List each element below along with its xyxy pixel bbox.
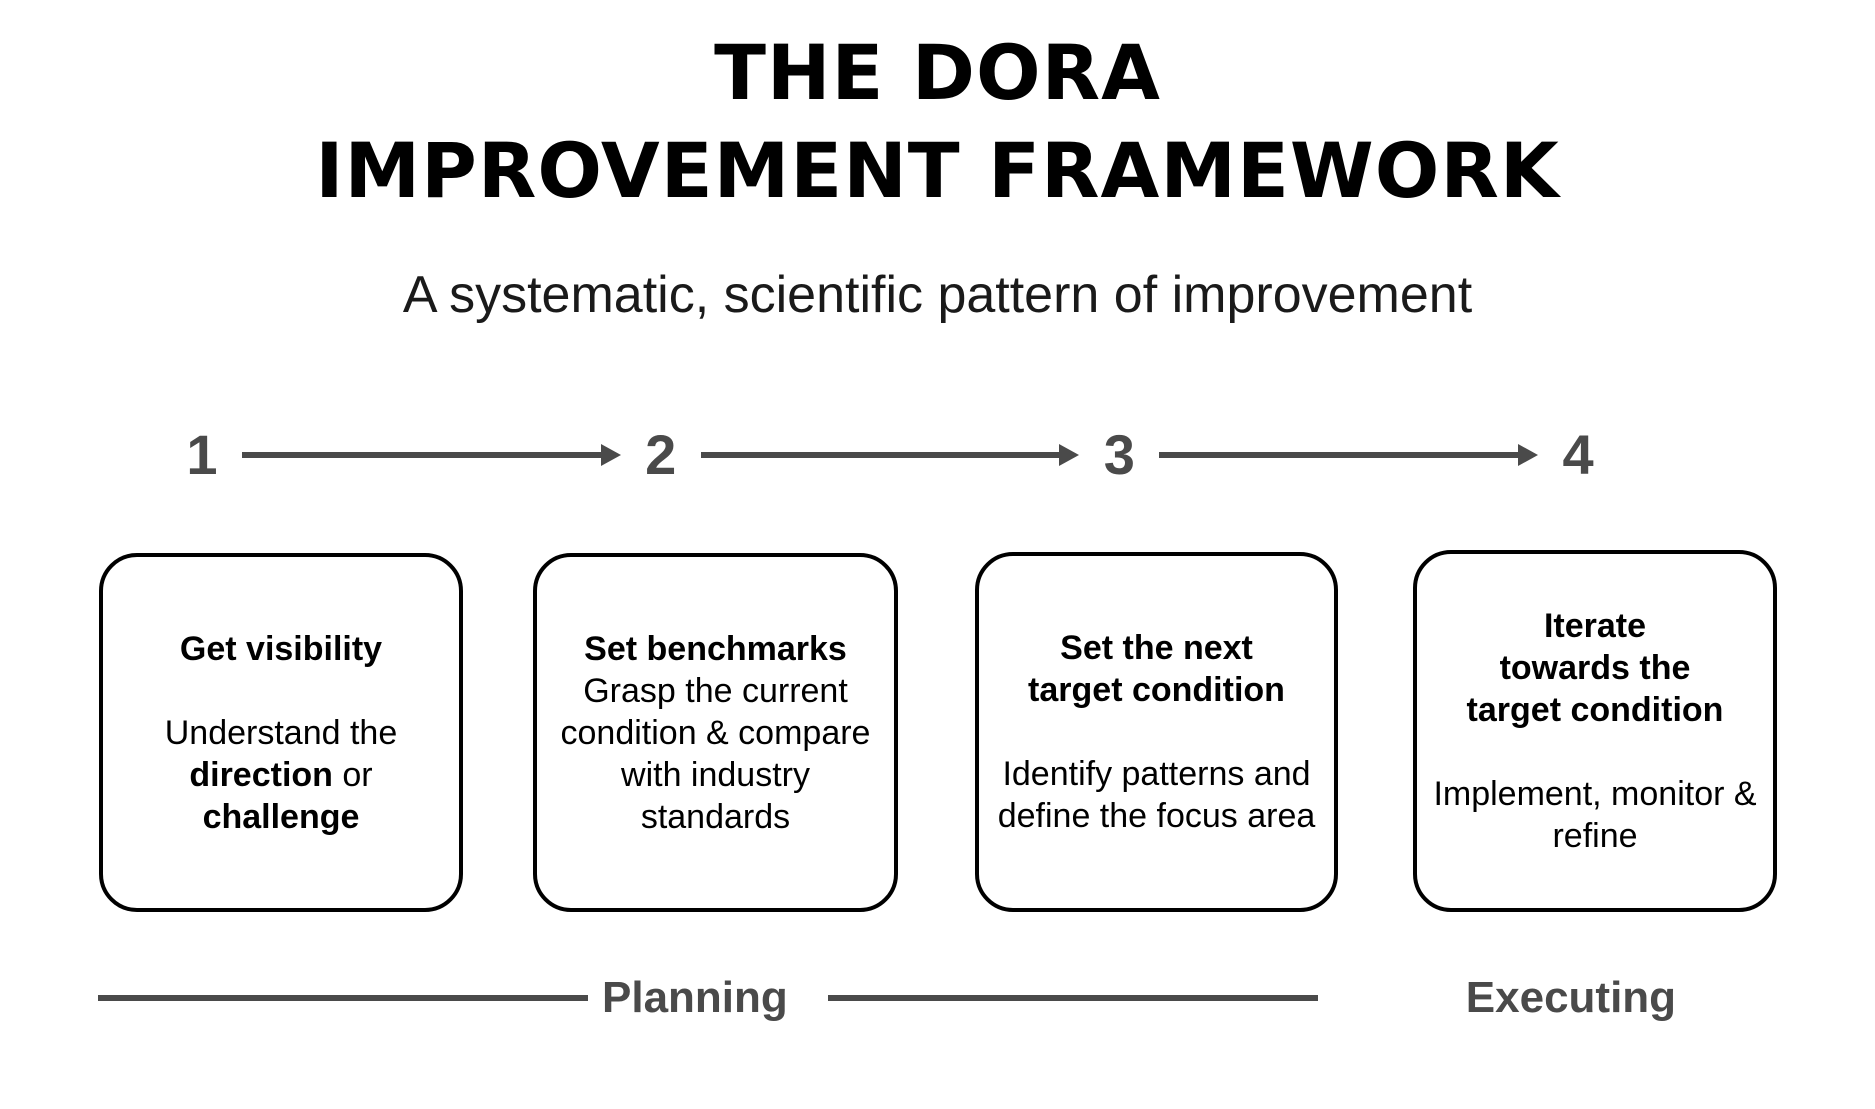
step-number-2: 2 — [645, 423, 677, 486]
card-4-body: Implement, monitor & refine — [1433, 775, 1757, 855]
card-3-body: Identify patterns and define the focus a… — [997, 755, 1316, 835]
step-card-4: Iterate towards the target condition Imp… — [1413, 550, 1777, 912]
step-number-1: 1 — [186, 423, 218, 486]
step-card-1: Get visibility Understand the direction … — [99, 553, 463, 912]
phase-label-planning: Planning — [602, 973, 788, 1022]
title-line-2: IMPROVEMENT FRAMEWORK — [315, 126, 1560, 215]
card-4-heading-line-3: target condition — [1466, 691, 1724, 729]
card-4-heading-line-2: towards the — [1499, 649, 1691, 687]
step-number-4: 4 — [1562, 423, 1594, 486]
step-sequence: 1 2 3 4 — [180, 420, 1600, 490]
arrow-head-icon — [1059, 444, 1080, 466]
arrow-3-to-4 — [1159, 439, 1539, 471]
step-card-2: Set benchmarks Grasp the current conditi… — [533, 553, 898, 912]
card-2-body: Grasp the current condition & compare wi… — [560, 671, 871, 836]
card-1-body-bold-direction: direction — [189, 755, 333, 794]
card-1-body-mid: or — [332, 755, 373, 794]
title-line-1: THE DORA — [714, 28, 1161, 117]
arrow-1-to-2 — [242, 439, 621, 471]
arrow-shaft — [242, 452, 607, 458]
step-card-3: Set the next target condition Identify p… — [975, 552, 1338, 912]
arrow-shaft — [700, 452, 1066, 458]
phase-rule-left — [98, 995, 588, 1001]
card-1-body-pre: Understand the — [164, 713, 398, 752]
page-title: THE DORA IMPROVEMENT FRAMEWORK — [0, 24, 1875, 220]
card-1-body: Understand the direction or challenge — [119, 712, 443, 838]
step-number-3: 3 — [1103, 423, 1135, 486]
page-subtitle: A systematic, scientific pattern of impr… — [402, 266, 1473, 324]
card-4-heading-line-1: Iterate — [1543, 607, 1647, 645]
arrow-shaft — [1159, 452, 1525, 458]
phase-rule-right — [827, 995, 1318, 1001]
card-1-body-bold-challenge: challenge — [202, 797, 360, 836]
phase-legend: Planning Executing — [0, 968, 1875, 1028]
arrow-2-to-3 — [700, 439, 1080, 471]
card-1-heading: Get visibility — [179, 629, 383, 668]
arrow-head-icon — [600, 444, 621, 466]
arrow-head-icon — [1518, 444, 1539, 466]
card-2-heading: Set benchmarks — [584, 629, 847, 668]
phase-label-executing: Executing — [1465, 973, 1677, 1022]
card-3-heading-line-2: target condition — [1028, 671, 1285, 709]
card-3-heading-line-1: Set the next — [1060, 629, 1253, 667]
